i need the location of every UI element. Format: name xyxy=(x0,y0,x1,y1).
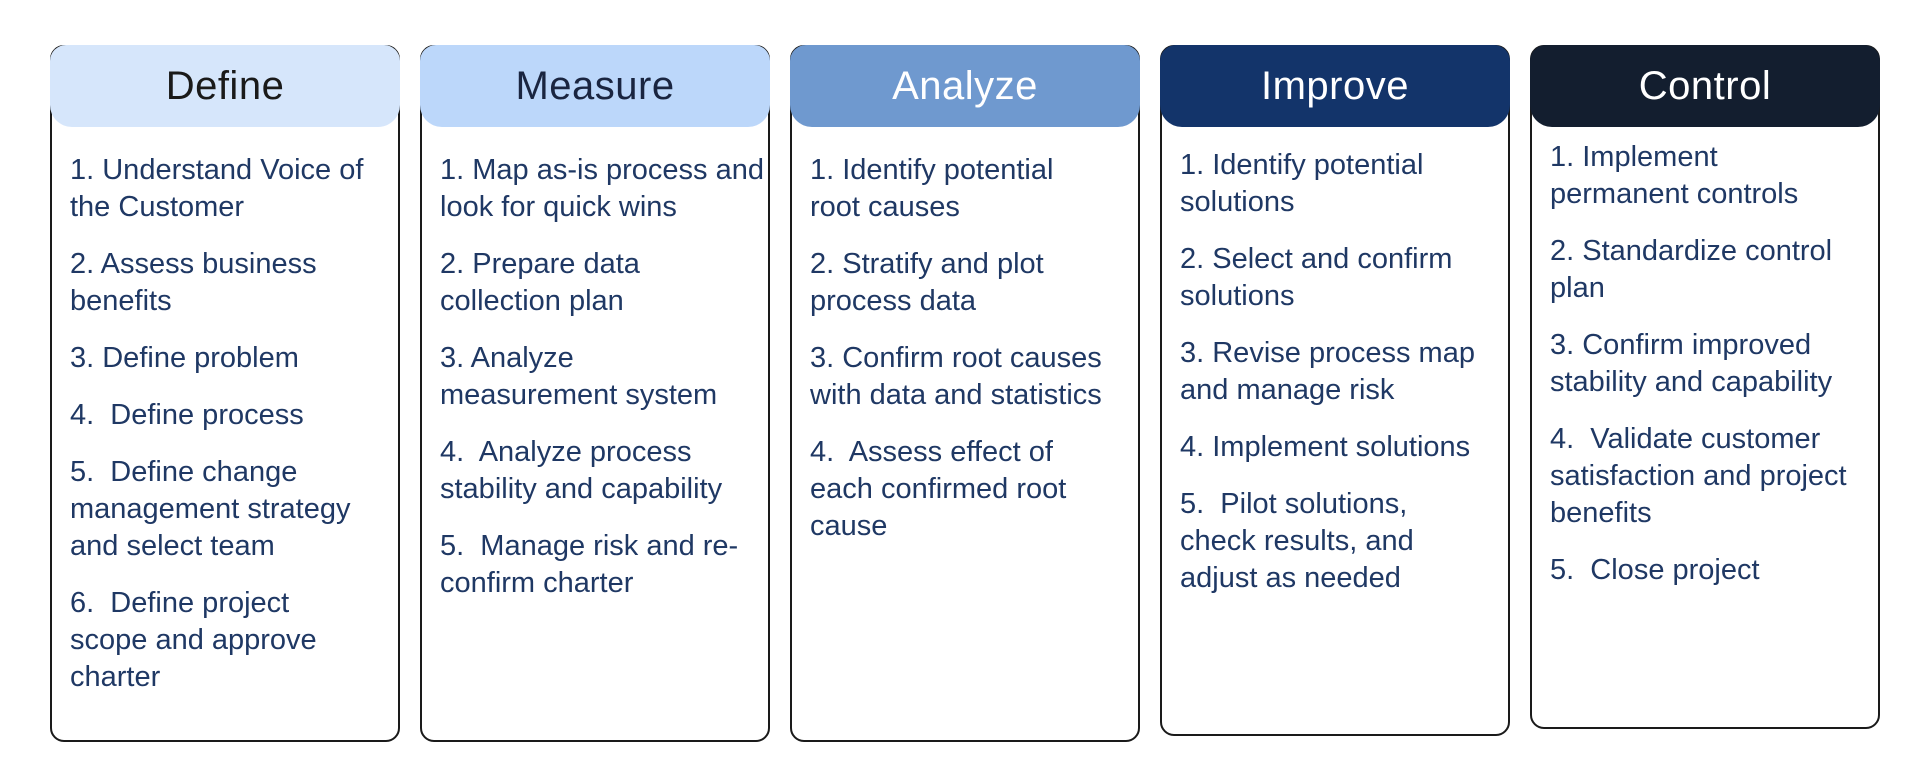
step-item: 4. Implement solutions xyxy=(1180,431,1471,463)
step-item: 1. Identify potential root causes xyxy=(810,154,1062,223)
step-item: 2. Standardize control plan xyxy=(1550,235,1841,304)
phase-card-analyze: Analyze 1. Identify potential root cause… xyxy=(790,45,1140,742)
step-item: 4. Validate customer satisfaction and pr… xyxy=(1550,423,1855,529)
step-item: 6. Define project scope and approve char… xyxy=(70,587,325,693)
step-item: 2. Select and confirm solutions xyxy=(1180,243,1461,312)
step-item: 5. Define change management strategy and… xyxy=(70,456,359,562)
step-item: 3. Confirm root causes with data and sta… xyxy=(810,342,1110,411)
step-item: 4. Define process xyxy=(70,399,304,431)
step-item: 3. Define problem xyxy=(70,342,299,374)
step-item: 3. Confirm improved stability and capabi… xyxy=(1550,329,1833,398)
phase-card-measure: Measure 1. Map as-is process and look fo… xyxy=(420,45,770,742)
step-item: 4. Analyze process stability and capabil… xyxy=(440,436,723,505)
phase-steps-measure: 1. Map as-is process and look for quick … xyxy=(440,152,764,622)
phase-steps-improve: 1. Identify potential solutions 2. Selec… xyxy=(1180,147,1500,617)
step-item: 1. Identify potential solutions xyxy=(1180,149,1432,218)
step-item: 5. Manage risk and re-confirm charter xyxy=(440,530,739,599)
phase-card-define: Define 1. Understand Voice of the Custom… xyxy=(50,45,400,742)
phase-steps-define: 1. Understand Voice of the Customer 2. A… xyxy=(70,152,390,716)
phase-card-control: Control 1. Implement permanent controls … xyxy=(1530,45,1880,729)
phase-header-measure: Measure xyxy=(420,45,770,127)
step-item: 2. Assess business benefits xyxy=(70,248,325,317)
step-item: 1. Implement permanent controls xyxy=(1550,141,1799,210)
phase-header-define: Define xyxy=(50,45,400,127)
step-item: 4. Assess effect of each confirmed root … xyxy=(810,436,1075,542)
phase-steps-control: 1. Implement permanent controls 2. Stand… xyxy=(1550,139,1870,609)
step-item: 2. Prepare data collection plan xyxy=(440,248,648,317)
phase-card-improve: Improve 1. Identify potential solutions … xyxy=(1160,45,1510,736)
step-item: 3. Revise process map and manage risk xyxy=(1180,337,1484,406)
step-item: 3. Analyze measurement system xyxy=(440,342,718,411)
phase-header-improve: Improve xyxy=(1160,45,1510,127)
step-item: 1. Map as-is process and look for quick … xyxy=(440,154,773,223)
step-item: 5. Close project xyxy=(1550,554,1760,586)
step-item: 5. Pilot solutions, check results, and a… xyxy=(1180,488,1422,594)
phase-header-analyze: Analyze xyxy=(790,45,1140,127)
phase-header-control: Control xyxy=(1530,45,1880,127)
step-item: 2. Stratify and plot process data xyxy=(810,248,1052,317)
step-item: 1. Understand Voice of the Customer xyxy=(70,154,372,223)
phase-steps-analyze: 1. Identify potential root causes 2. Str… xyxy=(810,152,1130,565)
